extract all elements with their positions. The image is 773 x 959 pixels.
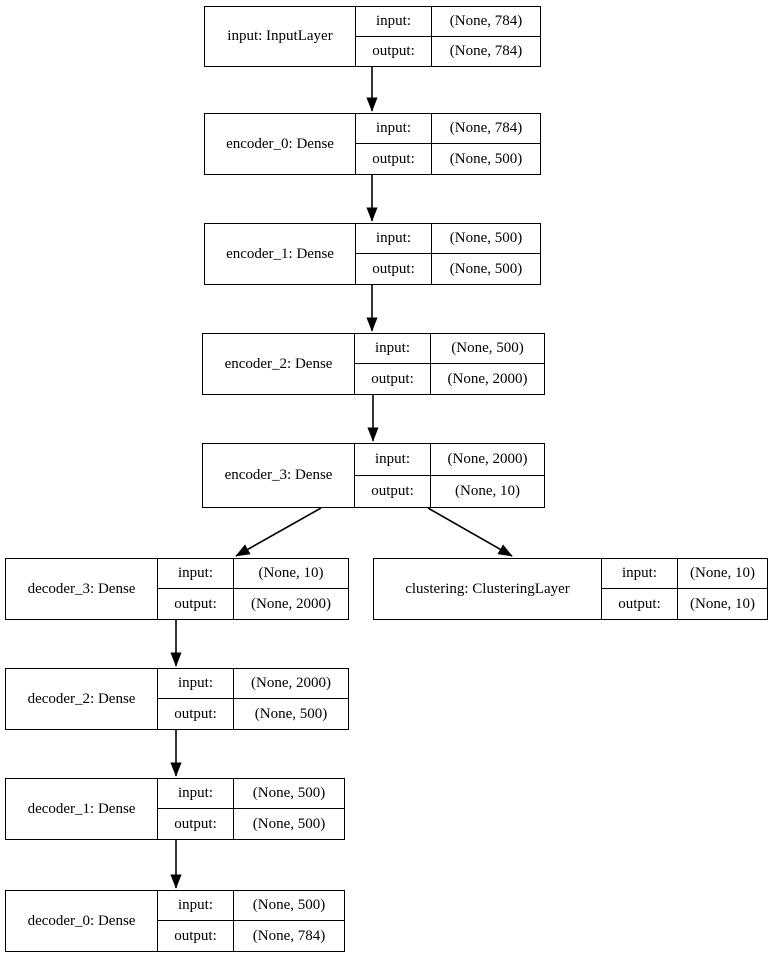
input-shape-value: (None, 2000) (251, 675, 331, 691)
layer-node-name: encoder_2: Dense (203, 334, 355, 394)
output-shape-value: (None, 784) (252, 927, 326, 944)
layer-node-input[interactable]: input: InputLayer input: (None, 784) out… (204, 6, 541, 67)
input-label: input: (158, 559, 234, 588)
layer-node-encoder_0[interactable]: encoder_0: Dense input: (None, 784) outp… (204, 113, 541, 175)
output-label: output: (158, 921, 234, 951)
output-label: output: (355, 475, 431, 507)
output-shape-value: (None, 784) (449, 42, 523, 59)
input-label: input: (158, 669, 234, 698)
layer-node-output-row: output: (None, 2000) (355, 364, 544, 394)
layer-node-io: input: (None, 10) output: (None, 10) (602, 559, 767, 619)
layer-node-io: input: (None, 784) output: (None, 500) (356, 114, 540, 174)
layer-node-encoder_3[interactable]: encoder_3: Dense input: (None, 2000) out… (202, 443, 545, 508)
layer-node-output-row: output: (None, 500) (356, 254, 540, 284)
input-shape-value: (None, 500) (252, 785, 326, 801)
layer-node-decoder_1[interactable]: decoder_1: Dense input: (None, 500) outp… (5, 778, 345, 840)
input-shape-value: (None, 500) (449, 230, 523, 246)
layer-node-input-row: input: (None, 500) (355, 334, 544, 364)
layer-node-input-row: input: (None, 500) (356, 224, 540, 254)
layer-node-name: decoder_2: Dense (6, 669, 158, 729)
input-shape-value: (None, 784) (449, 120, 523, 136)
output-shape-value: (None, 2000) (447, 370, 528, 387)
output-label: output: (356, 144, 432, 174)
output-shape-value: (None, 10) (690, 595, 755, 612)
layer-node-output-row: output: (None, 500) (356, 144, 540, 174)
layer-node-input-row: input: (None, 2000) (158, 669, 348, 699)
input-label: input: (355, 334, 431, 363)
layer-node-name: decoder_1: Dense (6, 779, 158, 839)
edge-encoder_3-to-clustering (427, 507, 513, 557)
layer-node-output-row: output: (None, 500) (158, 699, 348, 729)
layer-node-io: input: (None, 10) output: (None, 2000) (158, 559, 348, 619)
layer-node-decoder_0[interactable]: decoder_0: Dense input: (None, 500) outp… (5, 890, 345, 952)
input-label: input: (355, 444, 431, 475)
layer-node-input-row: input: (None, 500) (158, 779, 344, 809)
layer-node-io: input: (None, 500) output: (None, 500) (356, 224, 540, 284)
layer-node-clustering[interactable]: clustering: ClusteringLayer input: (None… (373, 558, 768, 620)
edge-encoder_3-to-decoder_3 (235, 507, 322, 557)
layer-node-output-row: output: (None, 784) (356, 36, 540, 66)
layer-node-output-row: output: (None, 500) (158, 809, 344, 839)
output-shape-value: (None, 10) (455, 482, 520, 499)
output-shape-value: (None, 500) (449, 260, 523, 277)
layer-node-io: input: (None, 2000) output: (None, 500) (158, 669, 348, 729)
layer-node-name: encoder_3: Dense (203, 444, 355, 507)
output-label: output: (158, 699, 234, 729)
layer-node-input-row: input: (None, 500) (158, 891, 344, 921)
input-shape-value: (None, 2000) (447, 450, 528, 467)
output-label: output: (356, 254, 432, 284)
input-shape-value: (None, 784) (449, 12, 523, 29)
layer-node-io: input: (None, 784) output: (None, 784) (356, 7, 540, 66)
output-label: output: (356, 36, 432, 66)
layer-node-encoder_2[interactable]: encoder_2: Dense input: (None, 500) outp… (202, 333, 545, 395)
output-label: output: (602, 589, 678, 619)
layer-node-decoder_2[interactable]: decoder_2: Dense input: (None, 2000) out… (5, 668, 349, 730)
layer-node-io: input: (None, 500) output: (None, 784) (158, 891, 344, 951)
layer-node-input-row: input: (None, 784) (356, 7, 540, 37)
layer-node-io: input: (None, 500) output: (None, 500) (158, 779, 344, 839)
layer-node-name: encoder_0: Dense (205, 114, 356, 174)
layer-node-io: input: (None, 500) output: (None, 2000) (355, 334, 544, 394)
output-shape-value: (None, 500) (254, 705, 328, 722)
input-label: input: (158, 891, 234, 920)
layer-node-name: encoder_1: Dense (205, 224, 356, 284)
input-shape-value: (None, 10) (690, 565, 755, 581)
input-label: input: (356, 114, 432, 143)
layer-node-decoder_3[interactable]: decoder_3: Dense input: (None, 10) outpu… (5, 558, 349, 620)
input-label: input: (356, 7, 432, 36)
input-shape-value: (None, 500) (252, 897, 326, 913)
output-label: output: (355, 364, 431, 394)
input-label: input: (158, 779, 234, 808)
input-shape-value: (None, 500) (451, 340, 524, 356)
layer-node-name: input: InputLayer (205, 7, 356, 66)
layer-node-name: clustering: ClusteringLayer (374, 559, 602, 619)
output-label: output: (158, 589, 234, 619)
layer-node-input-row: input: (None, 784) (356, 114, 540, 144)
input-shape-value: (None, 10) (258, 565, 324, 581)
layer-node-name: decoder_0: Dense (6, 891, 158, 951)
output-shape-value: (None, 500) (449, 150, 523, 167)
layer-node-output-row: output: (None, 2000) (158, 589, 348, 619)
input-label: input: (602, 559, 678, 588)
layer-node-output-row: output: (None, 10) (355, 475, 544, 507)
layer-node-input-row: input: (None, 2000) (355, 444, 544, 476)
input-label: input: (356, 224, 432, 253)
output-shape-value: (None, 500) (252, 815, 326, 832)
layer-node-output-row: output: (None, 784) (158, 921, 344, 951)
layer-node-name: decoder_3: Dense (6, 559, 158, 619)
output-shape-value: (None, 2000) (251, 595, 331, 612)
layer-node-input-row: input: (None, 10) (602, 559, 767, 589)
output-label: output: (158, 809, 234, 839)
layer-node-output-row: output: (None, 10) (602, 589, 767, 619)
layer-node-io: input: (None, 2000) output: (None, 10) (355, 444, 544, 507)
layer-node-input-row: input: (None, 10) (158, 559, 348, 589)
layer-node-encoder_1[interactable]: encoder_1: Dense input: (None, 500) outp… (204, 223, 541, 285)
